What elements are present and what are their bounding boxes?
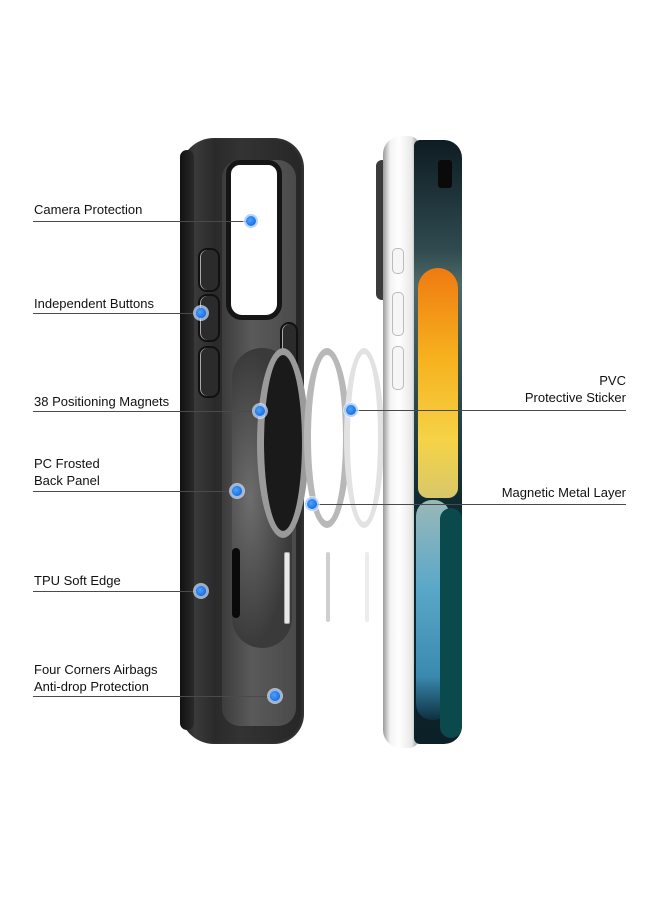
leader-line xyxy=(33,411,260,412)
case-button-slot xyxy=(198,346,220,398)
marker-dot xyxy=(196,586,206,596)
label-pvc-sticker: PVC Protective Sticker xyxy=(525,372,626,406)
label-positioning-magnets: 38 Positioning Magnets xyxy=(34,394,170,409)
marker-dot xyxy=(196,308,206,318)
label-camera-protection: Camera Protection xyxy=(34,202,143,217)
label-line: PVC xyxy=(599,373,626,388)
case-button-slot xyxy=(198,248,220,292)
pvc-ring xyxy=(344,348,384,528)
leader-line xyxy=(312,504,626,505)
phone-side-button xyxy=(392,292,404,336)
label-line: Anti-drop Protection xyxy=(34,679,149,694)
pvc-bar xyxy=(365,552,369,622)
leader-line xyxy=(33,591,201,592)
marker-dot xyxy=(246,216,256,226)
leader-line xyxy=(33,221,251,222)
marker-dot xyxy=(255,406,265,416)
marker-dot xyxy=(270,691,280,701)
phone-frame xyxy=(383,136,419,748)
marker-dot xyxy=(346,405,356,415)
camera-cutout xyxy=(226,160,282,320)
leader-line xyxy=(351,410,626,411)
leader-line xyxy=(33,313,201,314)
label-pc-frosted: PC Frosted Back Panel xyxy=(34,455,100,489)
wallpaper-teal xyxy=(440,508,462,738)
label-line: PC Frosted xyxy=(34,456,100,471)
label-line: Back Panel xyxy=(34,473,100,488)
dynamic-island xyxy=(438,160,452,188)
wallpaper-orange xyxy=(418,268,458,498)
marker-dot xyxy=(307,499,317,509)
label-tpu-soft-edge: TPU Soft Edge xyxy=(34,573,121,588)
label-four-corners-airbags: Four Corners Airbags Anti-drop Protectio… xyxy=(34,661,158,695)
leader-line xyxy=(33,491,237,492)
phone-screen xyxy=(414,140,462,744)
magnet-ring xyxy=(257,348,309,538)
leader-line xyxy=(33,696,275,697)
phone-side-button xyxy=(392,248,404,274)
marker-dot xyxy=(232,486,242,496)
phone-side-button xyxy=(392,346,404,390)
case-button-slot xyxy=(198,294,220,342)
magnet-bar xyxy=(284,552,290,624)
tpu-edge xyxy=(180,150,194,730)
label-line: Four Corners Airbags xyxy=(34,662,158,677)
case-slot xyxy=(232,548,240,618)
metal-bar xyxy=(326,552,330,622)
label-independent-buttons: Independent Buttons xyxy=(34,296,154,311)
label-line: Protective Sticker xyxy=(524,390,626,405)
label-magnetic-metal-layer: Magnetic Metal Layer xyxy=(501,485,626,500)
